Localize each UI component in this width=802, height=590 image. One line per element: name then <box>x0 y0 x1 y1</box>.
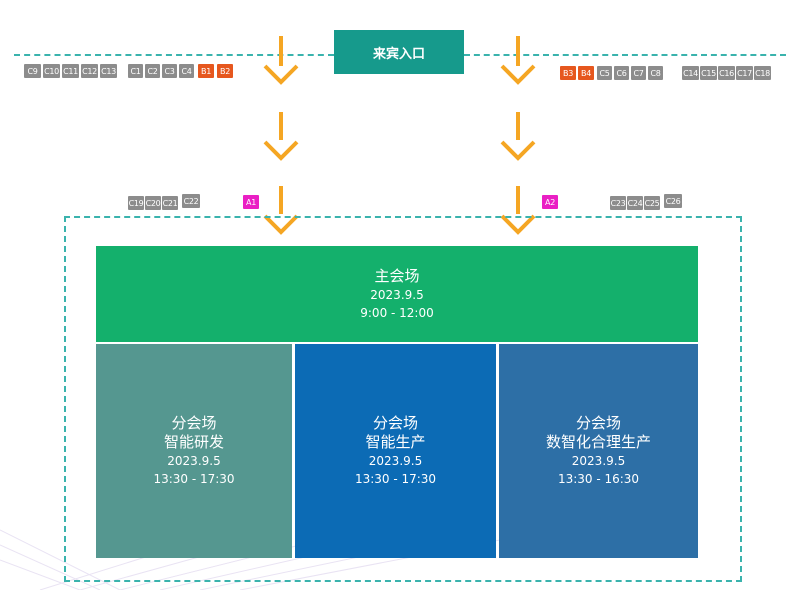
booth-c12: C12 <box>81 64 98 78</box>
booth-c19: C19 <box>128 196 144 210</box>
flow-stub <box>516 112 520 140</box>
entrance-label: 来宾入口 <box>372 46 425 62</box>
sub-hall-title: 分会场 <box>372 414 418 432</box>
booth-b4: B4 <box>578 66 594 80</box>
booth-c21: C21 <box>162 196 178 210</box>
booth-c9: C9 <box>24 64 41 78</box>
booth-c18: C18 <box>754 66 771 80</box>
main-hall-title: 主会场 <box>374 266 420 285</box>
sub-hall-subtitle: 数智化合理生产 <box>545 433 651 451</box>
sub-hall-subtitle: 智能生产 <box>365 433 426 451</box>
sub-hall-production: 分会场 智能生产 2023.9.5 13:30 - 17:30 <box>295 344 496 558</box>
booth-c14: C14 <box>682 66 699 80</box>
booth-b1: B1 <box>198 64 214 78</box>
booth-c5: C5 <box>597 66 612 80</box>
sub-hall-date: 2023.9.5 <box>167 454 221 468</box>
top-divider-right <box>464 54 786 56</box>
flow-stub <box>279 186 283 214</box>
sub-hall-title: 分会场 <box>171 414 217 432</box>
main-hall: 主会场 2023.9.5 9:00 - 12:00 <box>96 246 698 342</box>
booth-c24: C24 <box>627 196 643 210</box>
sub-hall-time: 13:30 - 16:30 <box>557 472 640 486</box>
entrance-box: 来宾入口 <box>334 30 464 74</box>
sub-hall-date: 2023.9.5 <box>571 454 626 468</box>
booth-b2: B2 <box>217 64 233 78</box>
booth-c20: C20 <box>145 196 161 210</box>
booth-c3: C3 <box>162 64 177 78</box>
booth-c10: C10 <box>43 64 60 78</box>
main-hall-date: 2023.9.5 <box>370 287 424 302</box>
booth-a1: A1 <box>243 195 259 209</box>
booth-c17: C17 <box>736 66 753 80</box>
booth-c23: C23 <box>610 196 626 210</box>
booth-b3: B3 <box>560 66 576 80</box>
sub-hall-subtitle: 智能研发 <box>163 433 224 451</box>
booth-c25: C25 <box>644 196 660 210</box>
chevron-down-icon <box>500 140 536 161</box>
flow-stub <box>516 36 520 66</box>
sub-hall-digital: 分会场 数智化合理生产 2023.9.5 13:30 - 16:30 <box>499 344 698 558</box>
booth-c15: C15 <box>700 66 717 80</box>
flow-stub <box>279 112 283 140</box>
chevron-down-icon <box>263 64 299 85</box>
booth-c13: C13 <box>100 64 117 78</box>
main-hall-time: 9:00 - 12:00 <box>360 305 434 320</box>
booth-c6: C6 <box>614 66 629 80</box>
booth-a2: A2 <box>542 195 558 209</box>
sub-hall-time: 13:30 - 17:30 <box>153 472 235 486</box>
sub-hall-title: 分会场 <box>575 414 621 432</box>
booth-c11: C11 <box>62 64 79 78</box>
top-divider-left <box>14 54 334 56</box>
sub-hall-time: 13:30 - 17:30 <box>354 472 437 486</box>
chevron-down-icon <box>500 64 536 85</box>
sub-hall-date: 2023.9.5 <box>368 454 423 468</box>
booth-c26: C26 <box>664 194 682 208</box>
booth-c4: C4 <box>179 64 194 78</box>
booth-c22: C22 <box>182 194 200 208</box>
venue-frame <box>64 216 742 582</box>
booth-c8: C8 <box>648 66 663 80</box>
booth-c1: C1 <box>128 64 143 78</box>
booth-c16: C16 <box>718 66 735 80</box>
flow-stub <box>279 36 283 66</box>
booth-c7: C7 <box>631 66 646 80</box>
booth-c2: C2 <box>145 64 160 78</box>
flow-stub <box>516 186 520 214</box>
chevron-down-icon <box>263 140 299 161</box>
chevron-down-icon <box>500 214 536 235</box>
sub-hall-rd: 分会场 智能研发 2023.9.5 13:30 - 17:30 <box>96 344 292 558</box>
chevron-down-icon <box>263 214 299 235</box>
